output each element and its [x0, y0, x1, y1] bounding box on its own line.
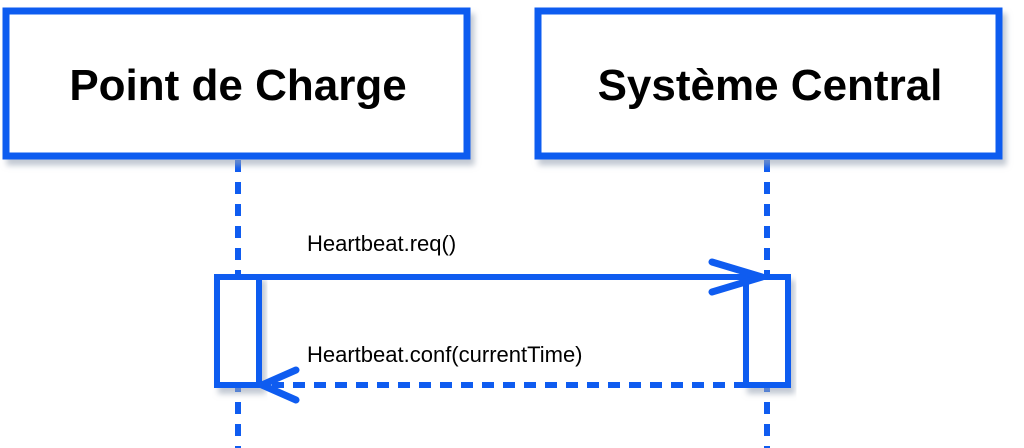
participant-label: Point de Charge	[69, 61, 406, 110]
participant-box	[534, 7, 1003, 160]
activation-bar-point-de-charge	[214, 274, 262, 388]
message-heartbeat-conf: Heartbeat.conf(currentTime)	[258, 342, 746, 404]
arrowhead-icon	[258, 366, 300, 404]
participant-point-de-charge: Point de Charge	[2, 7, 471, 160]
activation-bar-systeme-central	[743, 274, 791, 388]
message-label: Heartbeat.req()	[307, 231, 456, 256]
participant-label: Système Central	[598, 61, 943, 110]
participant-box	[2, 7, 471, 160]
message-heartbeat-req: Heartbeat.req()	[214, 231, 766, 296]
arrowhead-icon	[708, 258, 766, 296]
message-label: Heartbeat.conf(currentTime)	[307, 342, 583, 367]
participant-systeme-central: Système Central	[534, 7, 1003, 160]
